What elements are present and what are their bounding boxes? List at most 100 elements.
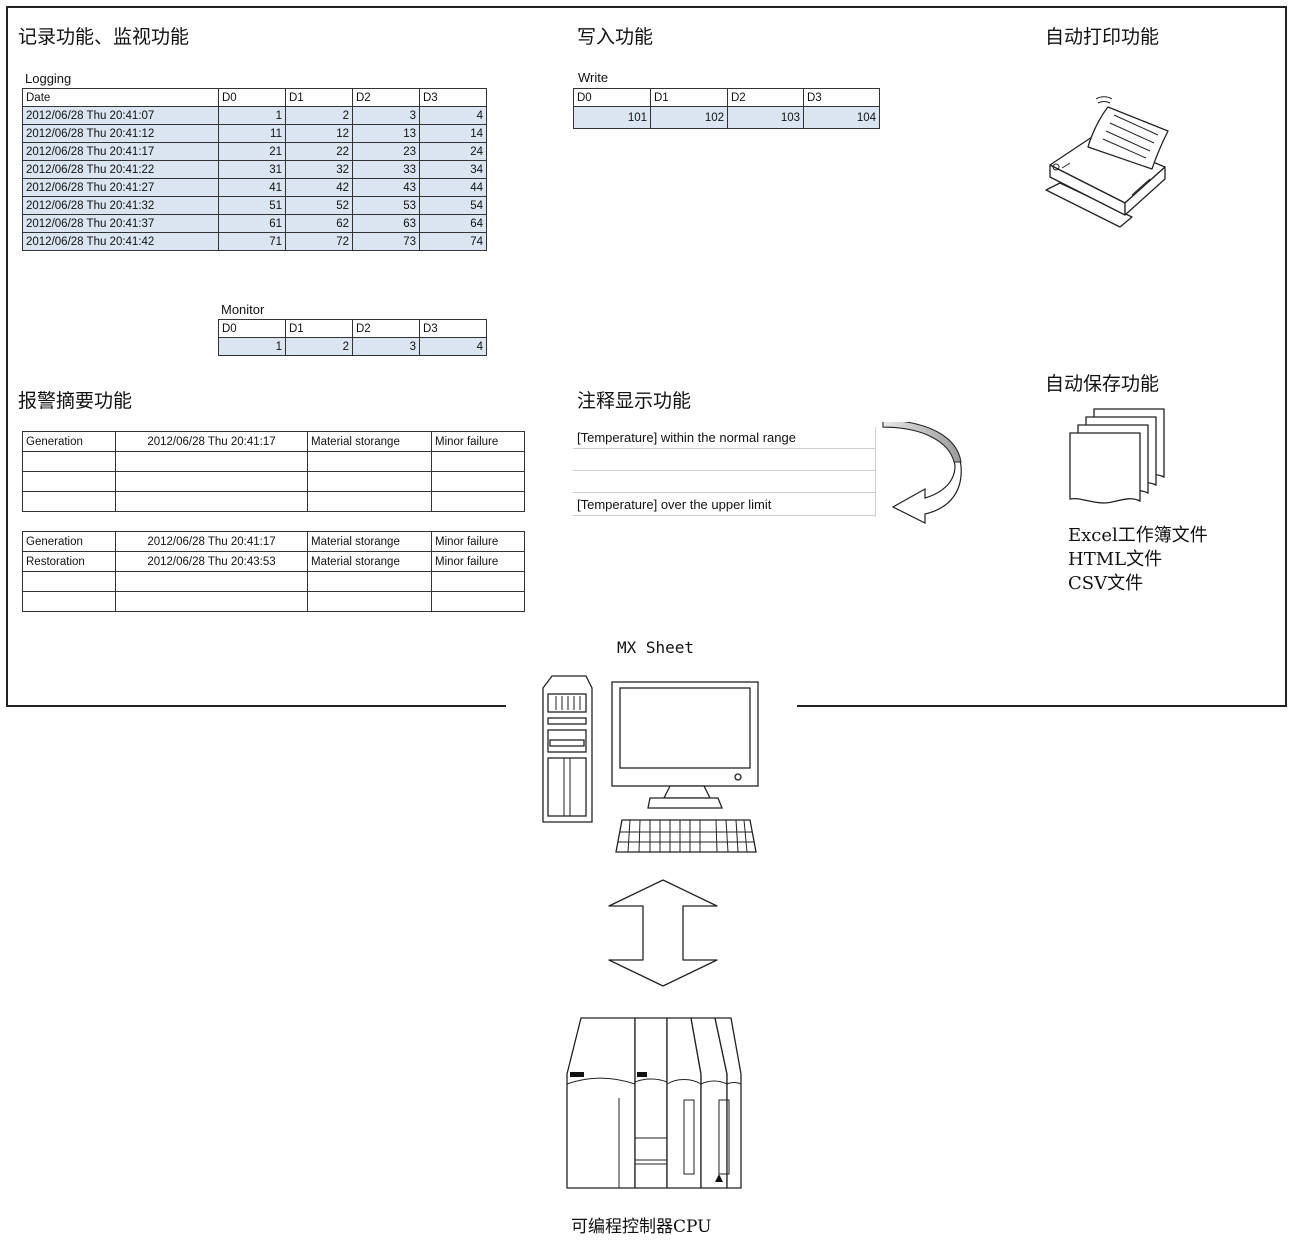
plc-label: 可编程控制器CPU — [571, 1217, 712, 1237]
monitor-value: 2 — [285, 337, 353, 356]
double-arrow-icon — [608, 879, 718, 987]
logging-date: 2012/06/28 Thu 20:41:37 — [22, 214, 219, 233]
alarm-cell — [115, 591, 308, 612]
alarm-cell — [22, 471, 116, 492]
alarm-cell: Material storange — [307, 551, 432, 572]
logging-cell: 13 — [352, 124, 420, 143]
alarm-cell — [22, 591, 116, 612]
logging-cell: 43 — [352, 178, 420, 197]
logging-header: D2 — [352, 88, 420, 107]
logging-cell: 31 — [218, 160, 286, 179]
alarm-cell — [22, 451, 116, 472]
alarm-cell — [307, 571, 432, 592]
alarm-cell — [115, 471, 308, 492]
logging-cell: 53 — [352, 196, 420, 215]
computer-icon — [542, 675, 759, 853]
logging-cell: 21 — [218, 142, 286, 161]
logging-date: 2012/06/28 Thu 20:41:42 — [22, 232, 219, 251]
logging-cell: 2 — [285, 106, 353, 125]
alarm-cell — [22, 571, 116, 592]
alarm-cell: Material storange — [307, 531, 432, 552]
write-header: D2 — [727, 88, 804, 107]
logging-header: D3 — [419, 88, 487, 107]
alarm-cell: Restoration — [22, 551, 116, 572]
table-row — [22, 571, 525, 592]
logging-cell: 74 — [419, 232, 487, 251]
logging-date: 2012/06/28 Thu 20:41:27 — [22, 178, 219, 197]
logging-cell: 42 — [285, 178, 353, 197]
alarm-cell — [431, 451, 525, 472]
monitor-header: D3 — [419, 319, 487, 338]
monitor-caption: Monitor — [221, 302, 265, 317]
logging-caption: Logging — [25, 71, 72, 86]
alarm-cell — [22, 491, 116, 512]
documents-icon — [1069, 408, 1165, 504]
alarm-cell — [307, 591, 432, 612]
comment-line-normal: [Temperature] within the normal range — [573, 427, 875, 449]
save-file-html: HTML文件 — [1068, 549, 1163, 570]
mx-sheet-label: MX Sheet — [617, 638, 695, 657]
save-file-excel: Excel工作簿文件 — [1068, 525, 1208, 546]
logging-cell: 24 — [419, 142, 487, 161]
logging-cell: 44 — [419, 178, 487, 197]
logging-cell: 33 — [352, 160, 420, 179]
logging-header: D1 — [285, 88, 353, 107]
monitor-header: D1 — [285, 319, 353, 338]
comment-line-empty — [573, 449, 875, 471]
write-header: D3 — [803, 88, 880, 107]
save-file-list: Excel工作簿文件 HTML文件 CSV文件 — [1068, 524, 1208, 596]
write-caption: Write — [578, 70, 609, 85]
logging-cell: 54 — [419, 196, 487, 215]
alarm-cell: 2012/06/28 Thu 20:41:17 — [115, 431, 308, 452]
alarm-cell: Minor failure — [431, 431, 525, 452]
alarm-cell — [115, 571, 308, 592]
logging-cell: 63 — [352, 214, 420, 233]
comment-panel — [573, 427, 876, 517]
alarm-cell — [431, 571, 525, 592]
mx-sheet-function-frame — [6, 6, 1287, 707]
logging-cell: 23 — [352, 142, 420, 161]
logging-header-row: Date D0 D1 D2 D3 — [22, 88, 487, 107]
frame-bottom-left — [6, 705, 506, 707]
alarm-cell: 2012/06/28 Thu 20:43:53 — [115, 551, 308, 572]
alarm-cell — [431, 591, 525, 612]
logging-cell: 41 — [218, 178, 286, 197]
monitor-value: 4 — [419, 337, 487, 356]
logging-date: 2012/06/28 Thu 20:41:07 — [22, 106, 219, 125]
logging-cell: 4 — [419, 106, 487, 125]
table-row — [22, 471, 525, 492]
logging-date: 2012/06/28 Thu 20:41:32 — [22, 196, 219, 215]
logging-cell: 71 — [218, 232, 286, 251]
logging-cell: 3 — [352, 106, 420, 125]
write-header: D0 — [573, 88, 651, 107]
alarm-cell — [115, 491, 308, 512]
alarm-cell — [115, 451, 308, 472]
logging-cell: 12 — [285, 124, 353, 143]
logging-date: 2012/06/28 Thu 20:41:17 — [22, 142, 219, 161]
logging-date: 2012/06/28 Thu 20:41:12 — [22, 124, 219, 143]
frame-bottom-right — [797, 705, 1287, 707]
write-value: 103 — [727, 106, 804, 129]
save-file-csv: CSV文件 — [1068, 573, 1144, 594]
logging-cell: 64 — [419, 214, 487, 233]
write-value: 101 — [573, 106, 651, 129]
logging-cell: 32 — [285, 160, 353, 179]
heading-write: 写入功能 — [577, 26, 654, 48]
alarm-cell: Material storange — [307, 431, 432, 452]
comment-line-empty — [573, 471, 875, 493]
logging-cell: 11 — [218, 124, 286, 143]
alarm-cell: 2012/06/28 Thu 20:41:17 — [115, 531, 308, 552]
table-row — [22, 451, 525, 472]
table-row — [22, 491, 525, 512]
monitor-header: D2 — [352, 319, 420, 338]
logging-header: Date — [22, 88, 219, 107]
